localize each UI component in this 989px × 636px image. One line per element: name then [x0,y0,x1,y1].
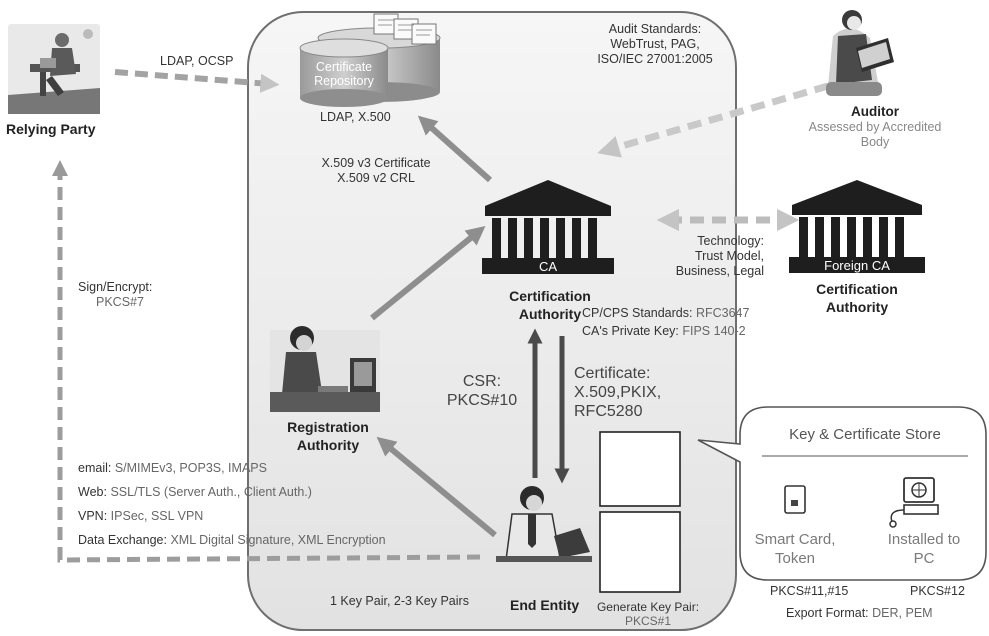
application-row-vpn: VPN: IPSec, SSL VPN [78,504,386,528]
sign-encrypt-label: Sign/Encrypt: PKCS#7 [78,280,152,310]
registration-authority-figure [270,326,380,412]
csr-label: CSR: PKCS#10 [438,372,526,410]
certificate-line2: X.509,PKIX, [574,384,662,401]
auditor-sub1: Assessed by Accredited [808,120,942,134]
ra-to-ca-arrow [370,225,486,321]
ra-title: Registration Authority [268,418,388,454]
auditor-figure [826,10,894,96]
foreign-ca-icon-label: Foreign CA [824,258,890,273]
sign-encrypt-line1: Sign/Encrypt: [78,280,153,294]
ldap-ocsp-label: LDAP, OCSP [160,54,234,68]
application-val: S/MIMEv3, POP3S, IMAPS [114,461,267,475]
ca-building-icon [482,180,614,274]
smart-line1: Smart Card, [754,531,836,548]
relying-party-title: Relying Party [6,121,96,137]
application-val: IPSec, SSL VPN [110,509,204,523]
pc-line1: Installed to [887,531,961,548]
dashed-connectors [51,69,829,563]
auditor-to-ca-arrow [597,82,829,158]
ca-to-repository-arrow [417,115,492,183]
application-key: email: [78,461,112,475]
ca-title-line1: Certification [509,288,591,304]
ca-title: Certification Authority [480,287,620,323]
end-entity-figure [496,486,592,562]
ra-title-line2: Authority [296,437,360,453]
smart-line2: Token [774,550,816,567]
ra-title-line1: Registration [287,419,369,435]
certificate-line1: Certificate: [574,365,651,382]
pc-caption: Installed to PC [874,530,974,568]
foreign-ca-title-line1: Certification [816,281,898,297]
cross-cert-line3: Business, Legal [675,264,764,278]
csr-line1: CSR: [462,373,502,390]
sign-encrypt-line2: PKCS#7 [96,295,144,309]
pkcs-pc: PKCS#12 [910,584,965,598]
csr-line2: PKCS#10 [446,392,518,409]
store-title: Key & Certificate Store [789,426,941,443]
pc-line2: PC [913,550,935,567]
audit-line2: WebTrust, PAG, [610,37,700,51]
key-pairs-label: 1 Key Pair, 2-3 Key Pairs [330,594,469,608]
pkcs-smart-card: PKCS#11,#15 [770,584,849,598]
cross-cert-notes: Technology: Trust Model, Business, Legal [660,234,764,279]
foreign-ca-building-icon [789,180,925,273]
export-key: Export Format: [786,606,869,620]
application-key: Web: [78,485,107,499]
application-protocols: email: S/MIMEv3, POP3S, IMAPS Web: SSL/T… [78,456,386,552]
end-entity-to-ra-arrow [376,436,497,538]
key-store-callout [697,406,987,581]
certificate-box-upper [599,431,681,507]
audit-line1: Audit Standards: [608,22,702,36]
repository-label: Certificate Repository [306,60,382,88]
solid-connectors [370,115,570,538]
smart-card-icon [784,485,806,514]
certificate-box-lower [599,511,681,593]
generate-line2: PKCS#1 [624,614,672,628]
application-val: SSL/TLS (Server Auth., Client Auth.) [110,485,312,499]
audit-standards: Audit Standards: WebTrust, PAG, ISO/IEC … [580,22,730,67]
end-entity-title: End Entity [510,597,580,613]
relying-party-figure [8,24,100,114]
application-key: VPN: [78,509,108,523]
pc-icon [889,477,939,528]
auditor-title: Auditor [851,104,899,119]
ca-cp-cps-standards: CP/CPS Standards: RFC3647 [582,306,749,321]
repository-icon [299,13,441,107]
ca-title-line2: Authority [518,306,582,322]
ca-private-key-standard: CA's Private Key: FIPS 140-2 [582,324,746,339]
export-val: DER, PEM [872,606,933,620]
export-format: Export Format: DER, PEM [786,606,933,621]
publish-formats: X.509 v3 Certificate X.509 v2 CRL [296,156,456,186]
foreign-ca-title: Certification Authority [790,280,924,316]
application-row-email: email: S/MIMEv3, POP3S, IMAPS [78,456,386,480]
ca-std1-key: CP/CPS Standards: [582,306,693,320]
application-row-data-exchange: Data Exchange: XML Digital Signature, XM… [78,528,386,552]
auditor-caption: Auditor Assessed by Accredited Body [790,104,960,150]
certificate-line3: RFC5280 [574,403,643,420]
application-val: XML Digital Signature, XML Encryption [170,533,386,547]
end-entity-to-relying-party-arrow [51,159,481,563]
generate-line1: Generate Key Pair: [596,600,700,614]
repository-protocol: LDAP, X.500 [320,110,391,124]
relying-party-to-repository-arrow [114,69,280,93]
certificate-label: Certificate: X.509,PKIX, RFC5280 [574,364,661,421]
ca-std2-key: CA's Private Key: [582,324,679,338]
smart-card-caption: Smart Card, Token [750,530,840,568]
cross-cert-line2: Trust Model, [694,249,764,263]
application-row-web: Web: SSL/TLS (Server Auth., Client Auth.… [78,480,386,504]
auditor-sub2: Body [860,135,890,149]
generate-key-pair: Generate Key Pair: PKCS#1 [588,600,708,628]
repository-label-line2: Repository [314,74,374,88]
audit-line3: ISO/IEC 27001:2005 [597,52,713,66]
ca-std1-val: RFC3647 [695,306,750,320]
publish-line2: X.509 v2 CRL [337,171,415,185]
application-key: Data Exchange: [78,533,167,547]
ca-std2-val: FIPS 140-2 [682,324,746,338]
publish-line1: X.509 v3 Certificate [321,156,431,170]
foreign-ca-title-line2: Authority [825,299,889,315]
ca-icon-label: CA [538,259,558,274]
cross-cert-line1: Technology: [697,234,764,248]
repository-label-line1: Certificate [315,60,373,74]
